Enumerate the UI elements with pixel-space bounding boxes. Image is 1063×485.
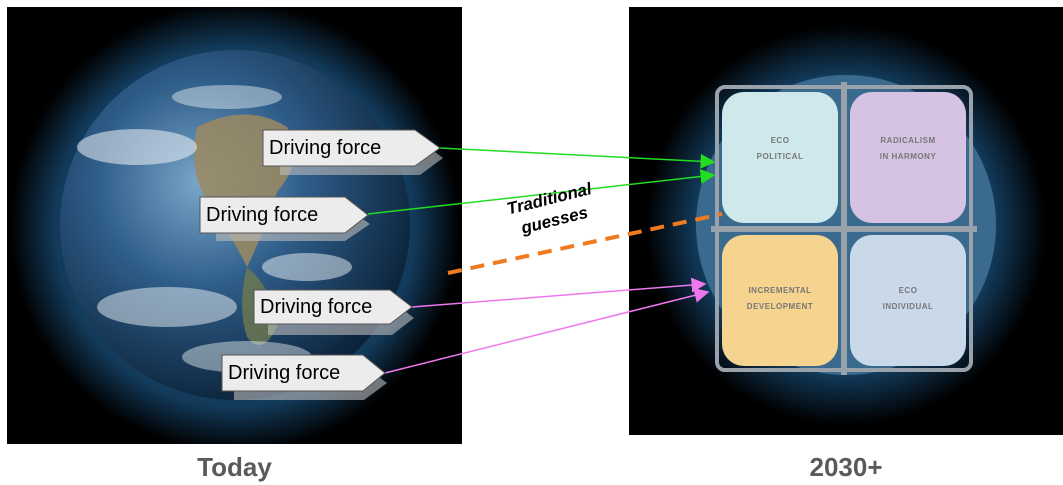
driving-force-arrow-4 [221, 354, 387, 400]
traditional-guesses-line [447, 212, 723, 275]
quadrant-radicalism-in-harmony [850, 92, 966, 223]
quadrant-1-line2: POLITICAL [757, 152, 804, 161]
connector-pink-2 [384, 288, 710, 374]
today-caption: Today [197, 452, 272, 482]
connector-green-2 [367, 169, 716, 215]
driving-force-arrow-3 [253, 289, 414, 335]
quadrant-4-line1: ECO [899, 286, 918, 295]
driving-force-label-1: Driving force [269, 137, 382, 159]
driving-force-arrow-2 [199, 196, 370, 241]
quadrant-1-line1: ECO [771, 136, 790, 145]
quadrant-eco-individual [850, 235, 966, 366]
future-scenarios-panel: ECO POLITICAL RADICALISM IN HARMONY INCR… [629, 7, 1063, 435]
driving-force-label-3: Driving force [260, 296, 373, 318]
future-caption: 2030+ [809, 452, 883, 482]
quadrant-eco-political [722, 92, 838, 223]
quadrant-incremental-development [722, 235, 838, 366]
quadrant-2-line1: RADICALISM [880, 136, 935, 145]
quadrant-4-line2: INDIVIDUAL [883, 302, 934, 311]
driving-force-label-4: Driving force [228, 362, 341, 384]
connector-pink-1 [411, 277, 707, 308]
connector-green-1 [439, 147, 716, 169]
quadrant-3-line2: DEVELOPMENT [747, 302, 813, 311]
scenario-matrix: ECO POLITICAL RADICALISM IN HARMONY INCR… [629, 7, 1063, 435]
quadrant-3-line1: INCREMENTAL [748, 286, 811, 295]
quadrant-2-line2: IN HARMONY [880, 152, 937, 161]
driving-force-label-2: Driving force [206, 204, 319, 226]
driving-force-arrow-1 [262, 129, 443, 175]
